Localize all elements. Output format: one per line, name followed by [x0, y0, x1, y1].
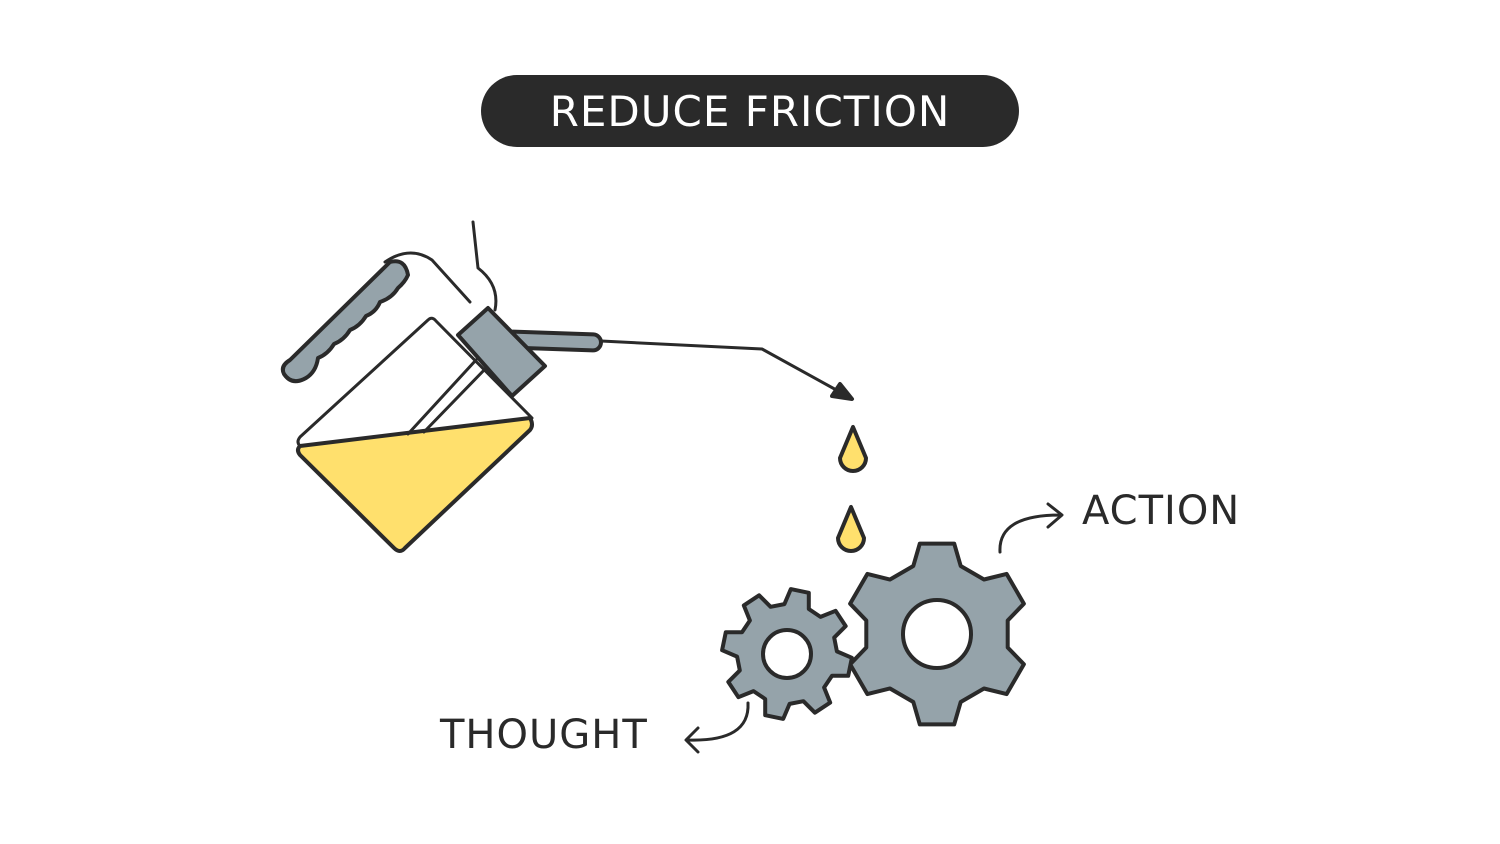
oil-can-icon: [280, 220, 603, 553]
thought-label: THOUGHT: [440, 712, 648, 758]
action-arrow-icon: [998, 502, 1064, 554]
title-text: REDUCE FRICTION: [549, 86, 951, 136]
oil-liquid: [296, 416, 534, 553]
action-label: ACTION: [1082, 488, 1241, 534]
oil-drop-icon: [838, 425, 868, 473]
title-banner: REDUCE FRICTION: [481, 75, 1019, 147]
arrow-icon: [599, 339, 854, 401]
thought-arrow-icon: [684, 701, 750, 754]
oil-drop-icon: [836, 505, 866, 553]
